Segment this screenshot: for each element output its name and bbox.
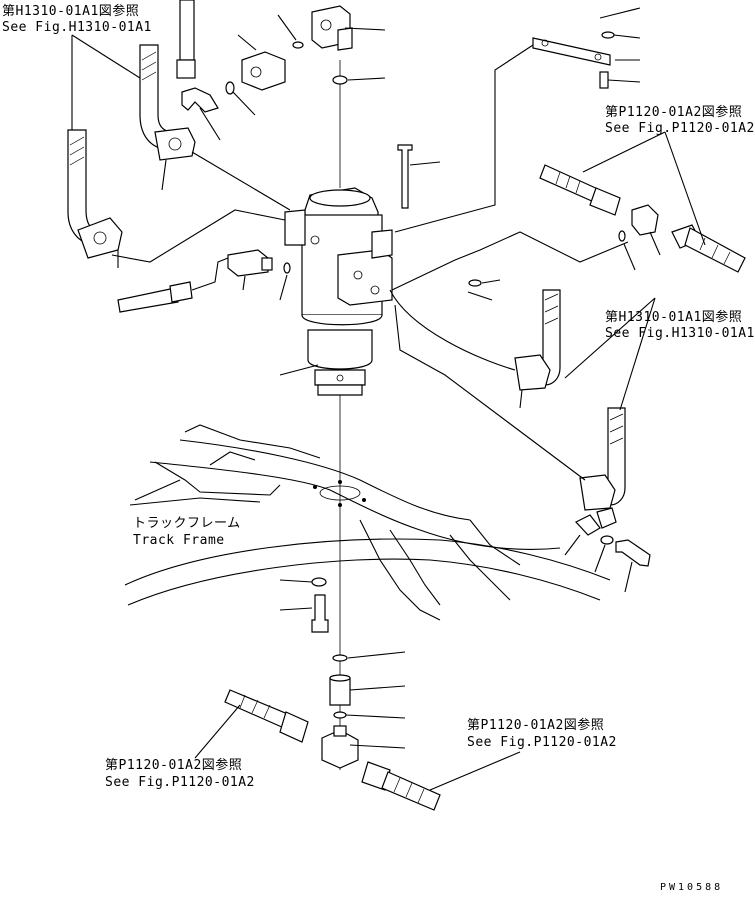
- washer-top-right: [601, 31, 615, 39]
- ref-right-upper-en: See Fig.P1120-01A2: [605, 121, 755, 136]
- left-hose-horizontal: [117, 257, 229, 313]
- top-elbow-fitting: [311, 5, 386, 51]
- bottom-oring-2: [333, 711, 347, 719]
- track-frame-label-en: Track Frame: [133, 533, 225, 548]
- swivel-joint-body: [284, 187, 393, 396]
- right-upper-hose-1: [539, 164, 621, 216]
- washer-below-frame: [311, 577, 327, 587]
- track-frame: [124, 424, 611, 621]
- small-clip-right: [467, 291, 493, 301]
- right-oring: [618, 230, 626, 242]
- ref-bottom-right-jp: 第P1120-01A2図参照: [467, 718, 605, 733]
- hose-left-1: [139, 44, 196, 191]
- bottom-tee-fitting: [321, 725, 406, 769]
- hose-left-2: [67, 129, 123, 268]
- ref-top-left-en: See Fig.H1310-01A1: [2, 20, 152, 35]
- connector-oring: [225, 81, 235, 95]
- drawing-code: PW10588: [660, 882, 724, 893]
- bottom-right-hose: [361, 751, 521, 811]
- split-flange-half: [564, 507, 617, 556]
- hose-top-vertical: [176, 0, 196, 79]
- top-oring: [332, 75, 348, 85]
- bolt-right: [615, 539, 651, 593]
- right-upper-hose-2: [671, 224, 746, 273]
- small-bolt-top-right: [599, 71, 641, 89]
- ref-bottom-left-en: See Fig.P1120-01A2: [105, 775, 255, 790]
- clip-top-right: [599, 7, 641, 19]
- washer-right: [600, 535, 614, 545]
- straight-connector: [237, 34, 286, 91]
- elbow-adapter: [181, 87, 221, 141]
- right-mid-hose-2: [579, 407, 626, 511]
- ref-bottom-right-en: See Fig.P1120-01A2: [467, 735, 617, 750]
- small-oring-right: [468, 279, 482, 287]
- track-frame-label-jp: トラックフレーム: [133, 516, 241, 531]
- bolt-below-frame: [279, 594, 329, 633]
- plate-top-right: [394, 37, 640, 233]
- ref-top-left-jp: 第H1310-01A1図参照: [2, 4, 140, 19]
- ref-right-upper-jp: 第P1120-01A2図参照: [605, 105, 743, 120]
- ref-bottom-left-jp: 第P1120-01A2図参照: [105, 758, 243, 773]
- right-mid-hose-1: [514, 289, 561, 409]
- left-oring: [283, 262, 291, 274]
- ref-right-mid-jp: 第H1310-01A1図参照: [605, 310, 743, 325]
- bottom-oring-1: [332, 654, 348, 662]
- bottom-left-hose: [194, 689, 309, 759]
- bottom-adapter: [329, 674, 406, 706]
- left-elbow-fitting: [227, 249, 273, 291]
- right-tee-fitting: [631, 204, 661, 256]
- top-oring-small: [292, 41, 304, 49]
- ref-right-mid-en: See Fig.H1310-01A1: [605, 326, 755, 341]
- bolt-vertical: [397, 144, 441, 209]
